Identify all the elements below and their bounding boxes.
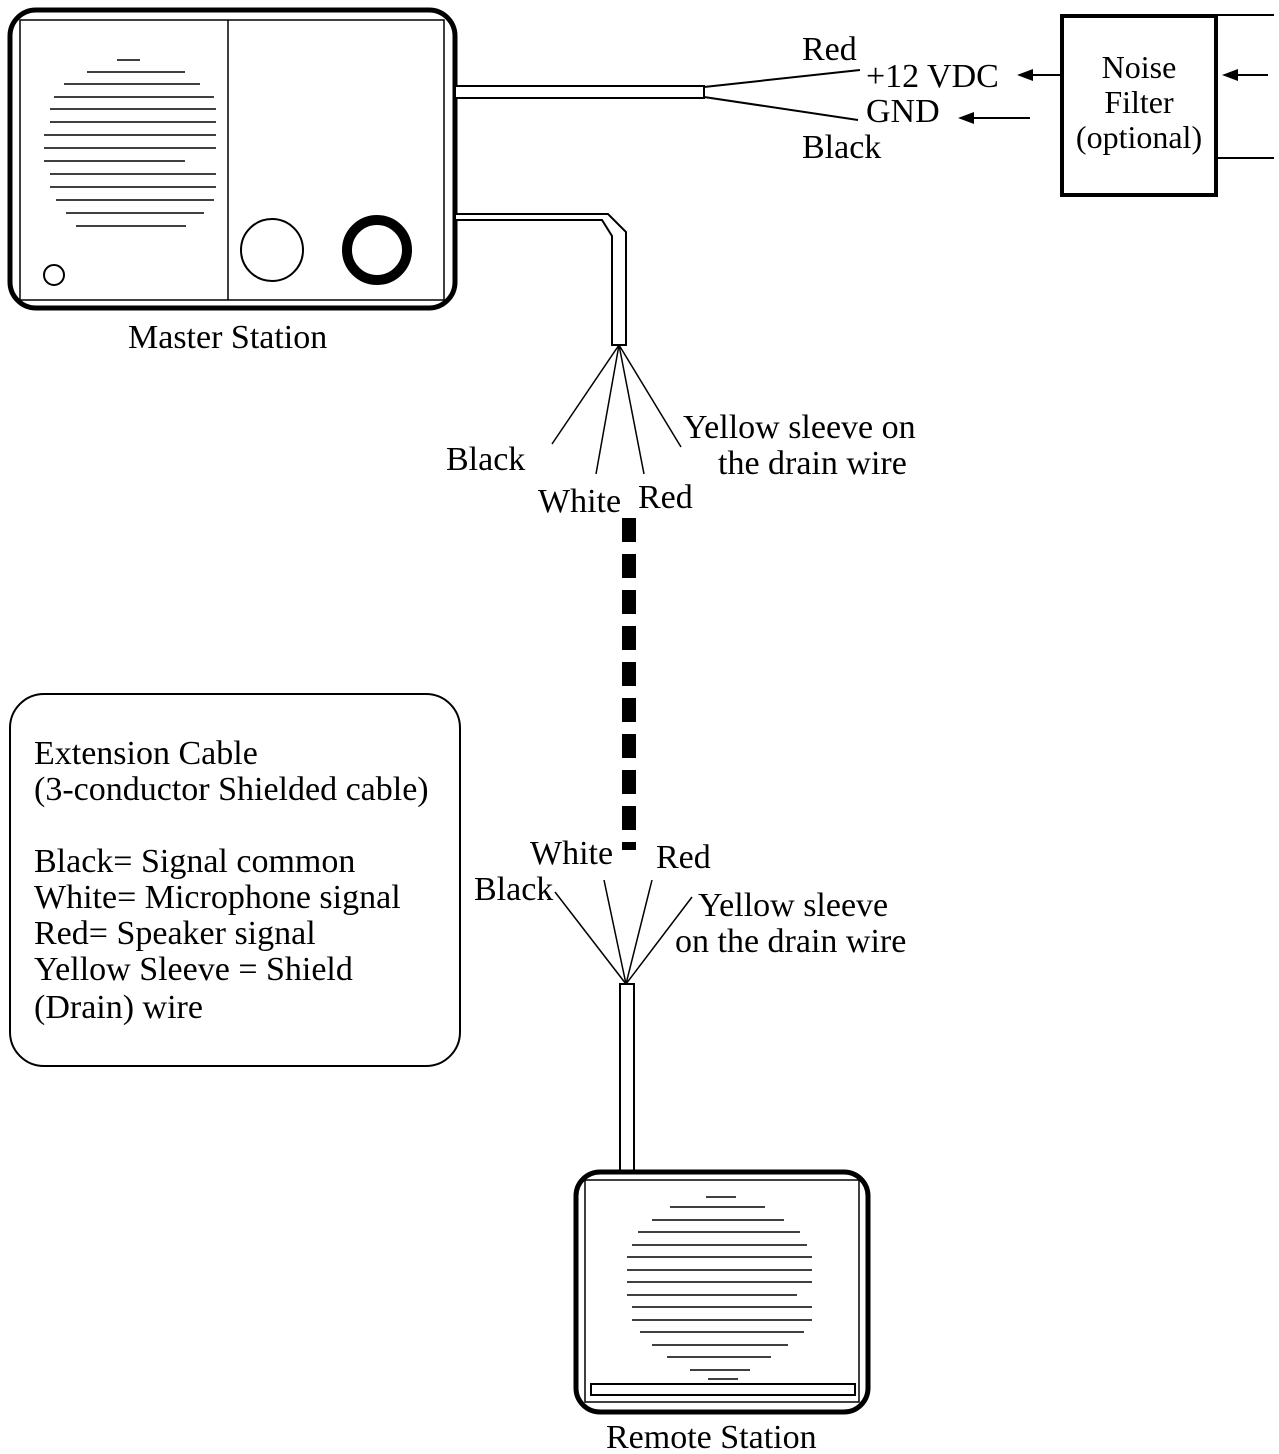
master-station-housing	[7, 7, 458, 311]
master-wire-fanout	[551, 344, 682, 475]
remote-wire-fanout	[554, 879, 693, 985]
gnd-arrow-icon	[958, 112, 1030, 124]
master-station	[7, 7, 458, 311]
vdc-label: +12 VDC	[866, 58, 999, 95]
signal-cable-master	[454, 213, 627, 346]
red-power-wire	[703, 69, 861, 88]
noise-filter-line1: Noise	[1102, 49, 1177, 85]
remote-red-wire-label: Red	[656, 839, 711, 876]
remote-black-wire-label: Black	[474, 871, 553, 908]
red-power-label: Red	[802, 31, 857, 68]
remote-white-wire-label: White	[530, 835, 613, 872]
master-white-wire-label: White	[538, 483, 621, 520]
talk-button-icon	[342, 215, 412, 285]
legend-black-line: Black= Signal common	[34, 843, 355, 880]
remote-station-housing	[573, 1169, 871, 1415]
gnd-label: GND	[866, 93, 940, 130]
remote-speaker-grille	[627, 1196, 812, 1380]
volume-knob-icon	[240, 218, 304, 282]
master-red-wire-label: Red	[638, 479, 693, 516]
noise-filter-box	[1060, 14, 1218, 197]
legend-title-1: Extension Cable	[34, 735, 258, 772]
remote-station	[573, 1169, 871, 1415]
remote-yellow-wire-label-1: Yellow sleeve	[698, 887, 888, 924]
master-station-face	[19, 19, 445, 301]
master-station-caption: Master Station	[128, 319, 327, 356]
remote-station-bottom-strip	[590, 1383, 856, 1396]
remote-station-face	[584, 1179, 860, 1403]
noise-filter-line2: Filter	[1104, 84, 1174, 120]
led-indicator-icon	[43, 264, 65, 286]
signal-cable-remote	[619, 983, 635, 1173]
legend-drain-line: (Drain) wire	[34, 989, 203, 1026]
noise-filter-line3: (optional)	[1076, 119, 1202, 155]
black-power-wire	[703, 96, 859, 121]
black-power-label: Black	[802, 129, 881, 166]
remote-yellow-wire-label-2: on the drain wire	[675, 923, 906, 960]
legend-red-line: Red= Speaker signal	[34, 915, 316, 952]
remote-station-caption: Remote Station	[606, 1419, 817, 1454]
master-yellow-wire-label-1: Yellow sleeve on	[683, 409, 916, 446]
power-cable	[454, 85, 705, 99]
legend-box	[9, 693, 461, 1067]
legend-yellow-line: Yellow Sleeve = Shield	[34, 951, 353, 988]
legend-title-2: (3-conductor Shielded cable)	[34, 771, 429, 808]
filter-input-lines	[1216, 14, 1274, 159]
master-black-wire-label: Black	[446, 441, 525, 478]
master-yellow-wire-label-2: the drain wire	[718, 445, 907, 482]
filter-input-arrow-icon	[1222, 69, 1268, 81]
legend-white-line: White= Microphone signal	[34, 879, 401, 916]
master-speaker-grille	[44, 59, 216, 227]
vdc-arrow-icon	[1017, 69, 1060, 81]
